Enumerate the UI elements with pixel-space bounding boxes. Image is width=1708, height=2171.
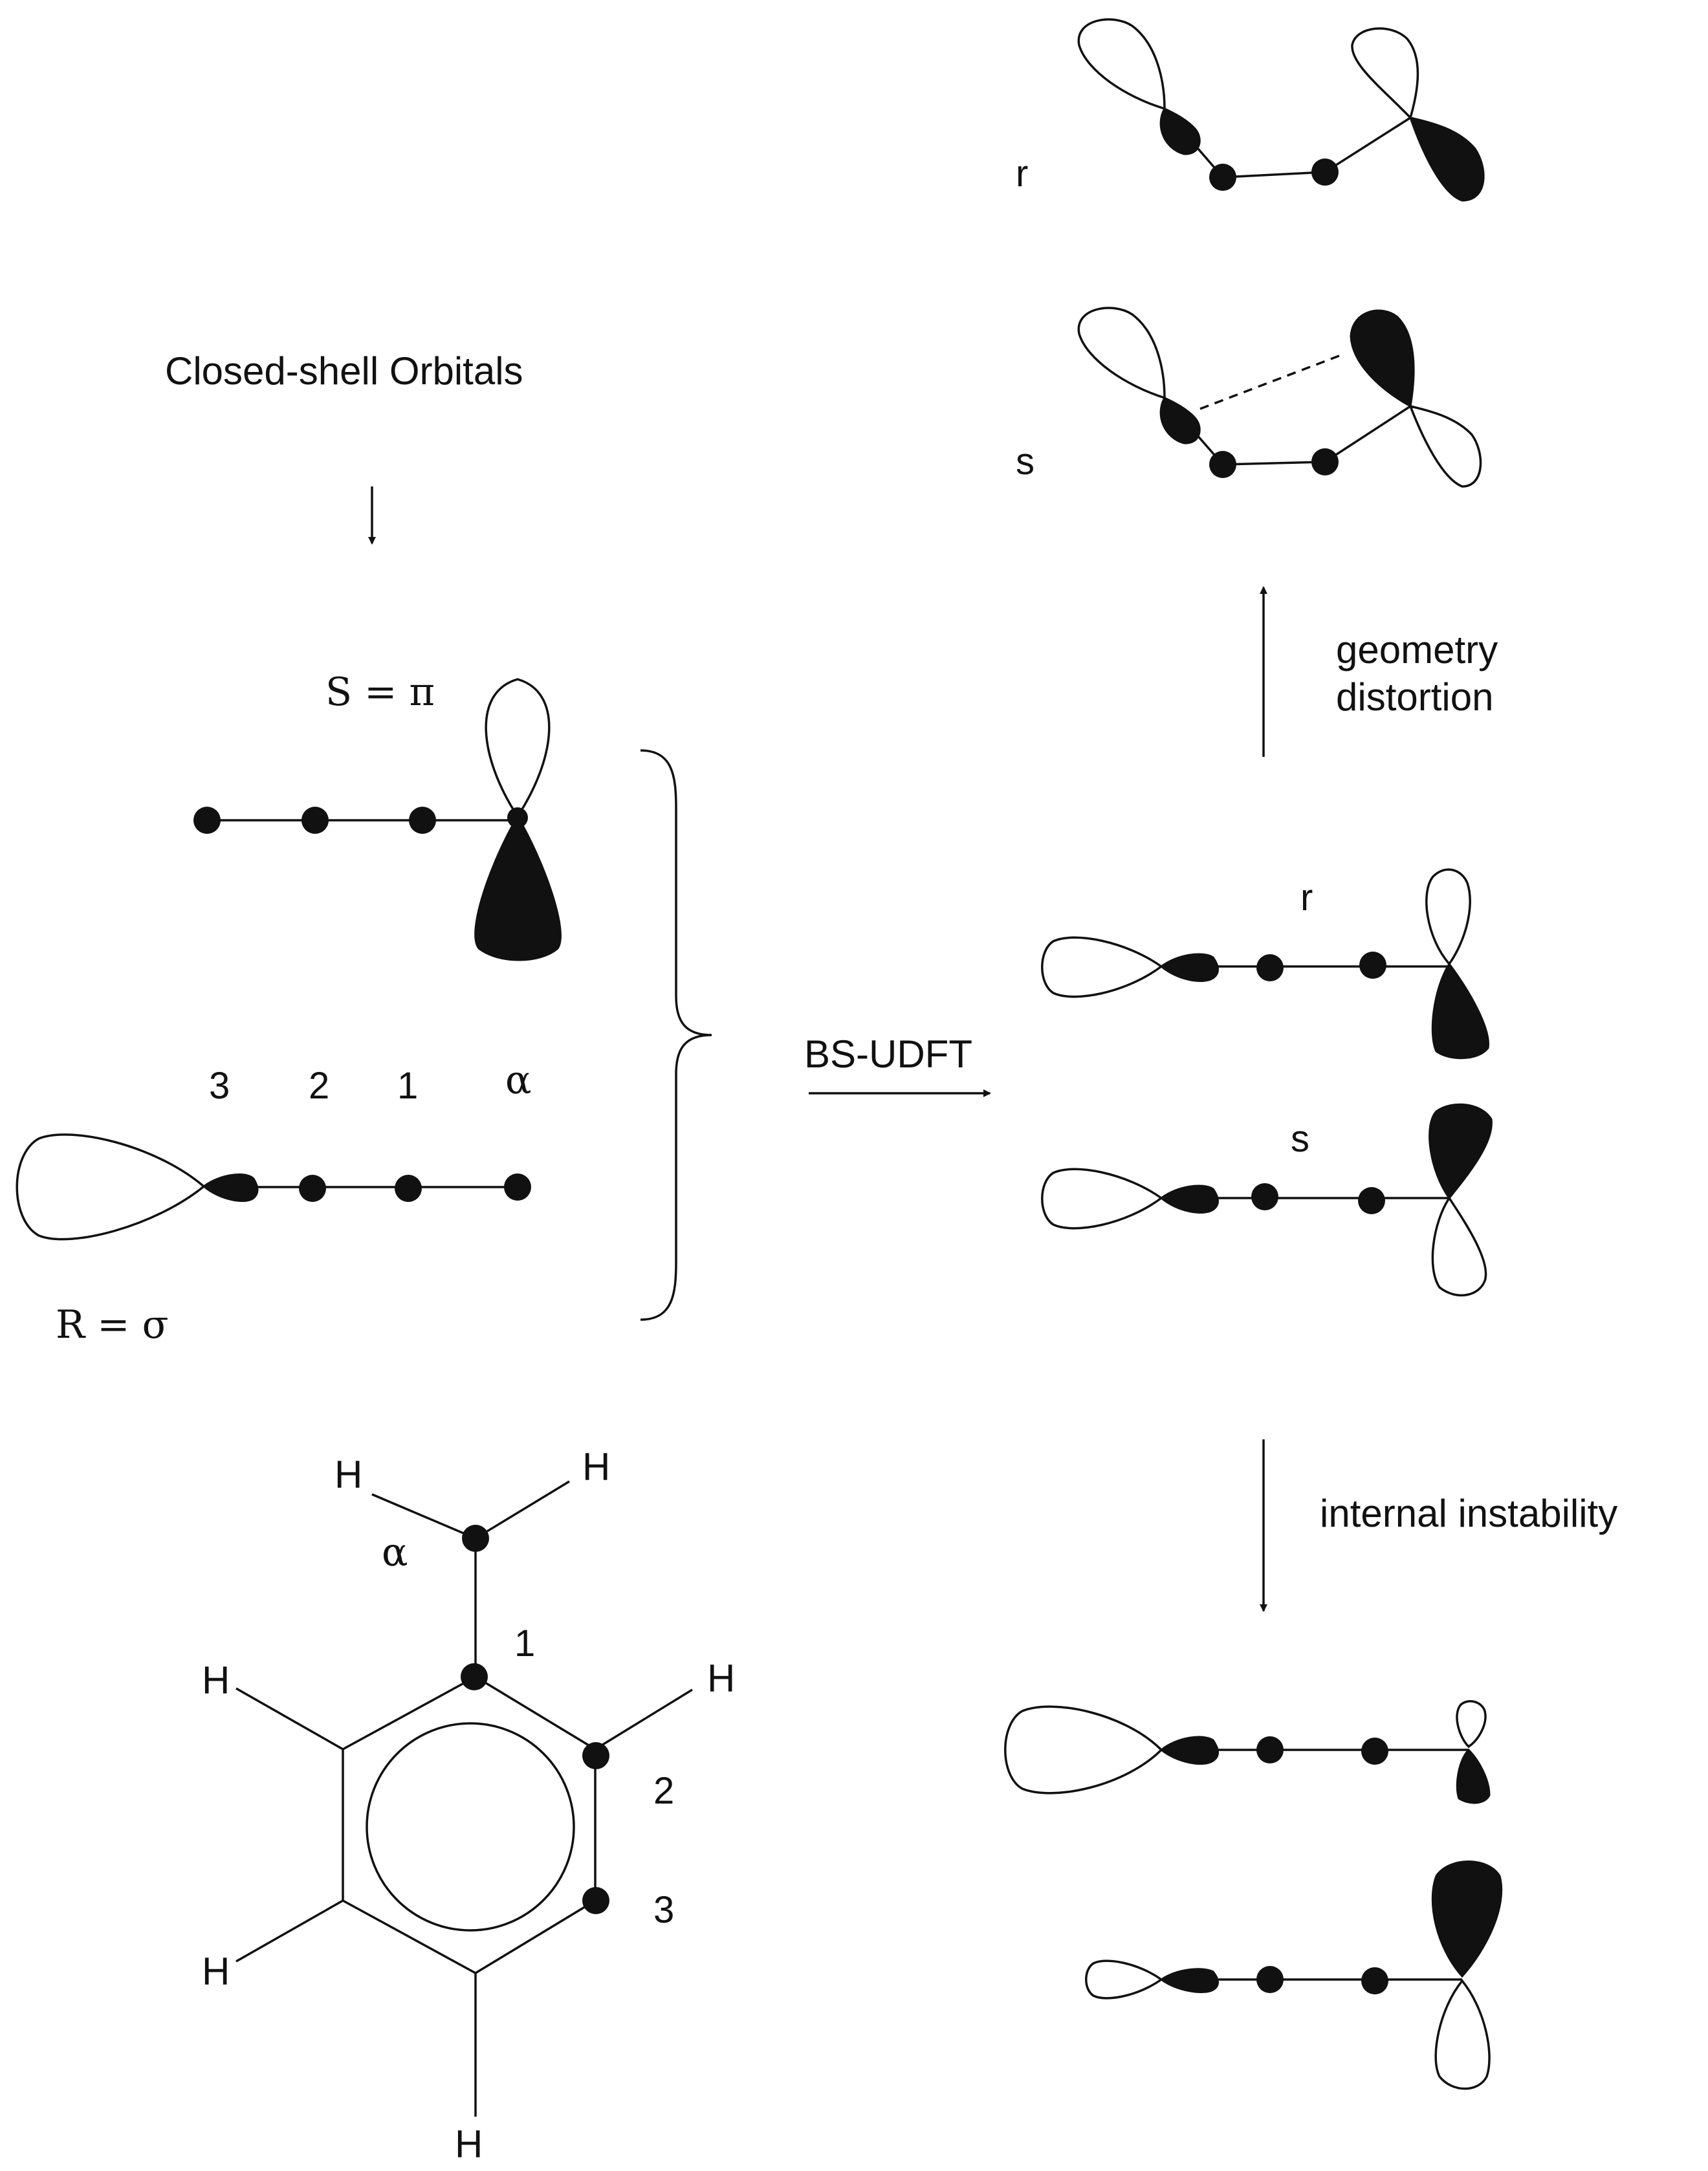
internal-instability-label: internal instability [1320,1492,1617,1535]
benzyl-atom-3 [582,1887,609,1914]
index-2: 2 [309,1065,329,1107]
closed-shell-title: Closed-shell Orbitals [165,349,523,393]
s-pi-label: S = π [325,670,435,715]
index-alpha: α [505,1058,532,1103]
h-left-lower: H [202,1950,230,1993]
sigma-orbital-chain [16,1133,531,1241]
distortion-label: distortion [1336,675,1493,719]
mid-r-orbital [1041,868,1489,1060]
h-ch2-right: H [582,1445,610,1489]
bottom-orbital-2 [1085,1860,1503,2090]
benzyl-atom-2 [582,1742,609,1769]
h-ch2-left: H [334,1453,362,1496]
mid-s-label: s [1291,1118,1309,1160]
top-r-orbital [1077,18,1485,202]
atom-2s [299,1175,326,1202]
mid-s-orbital [1041,1103,1493,1297]
h-left-upper: H [202,1659,230,1702]
bs-udft-label: BS-UDFT [804,1032,972,1076]
top-s-orbital [1077,307,1482,488]
grouping-brace [640,749,712,1321]
benzyl-structure [235,1480,693,2117]
top-s-label: s [1016,441,1035,483]
atom-2 [301,807,329,834]
atom-1s [395,1175,422,1202]
benzyl-pos-3: 3 [653,1889,674,1931]
geometry-label: geometry [1336,628,1498,671]
benzyl-pos-2: 2 [653,1770,674,1812]
top-r-label: r [1016,153,1028,195]
pi-orbital-chain [193,678,562,961]
atom-alpha [504,1173,531,1201]
r-sigma-label: R = σ [56,1302,169,1347]
benzyl-alpha: α [382,1530,408,1575]
atom-3 [193,807,221,834]
atom-1 [409,807,436,834]
benzyl-atom-1 [461,1663,488,1690]
benzyl-pos-1: 1 [514,1622,535,1664]
index-3: 3 [209,1065,230,1107]
bottom-orbital-1 [1004,1700,1491,1804]
h-right-ring: H [707,1657,735,1700]
h-bottom: H [455,2122,483,2166]
index-1: 1 [397,1065,418,1107]
mid-r-label: r [1300,877,1313,919]
